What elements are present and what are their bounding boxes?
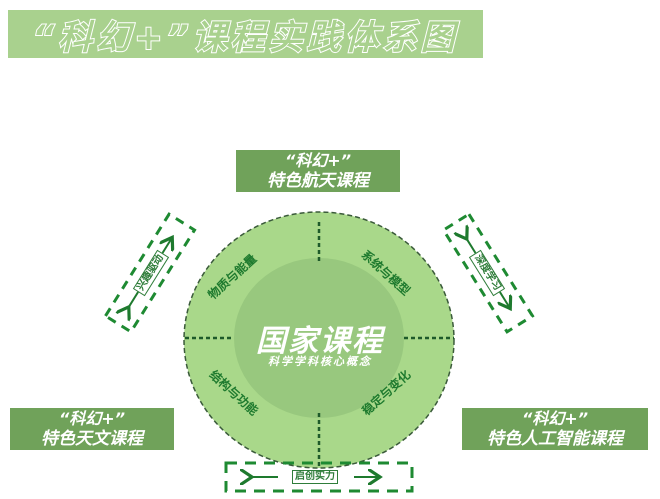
course-prefix: “科幻+” bbox=[284, 151, 352, 170]
core-circle bbox=[183, 211, 455, 469]
course-name: 特色天文课程 bbox=[41, 429, 143, 449]
title-banner: “科幻+”课程实践体系图 bbox=[8, 10, 483, 59]
course-prefix: “科幻+” bbox=[58, 409, 126, 428]
link-label-bottom: 启创实力 bbox=[292, 470, 338, 484]
course-box-astronomy: “科幻+” 特色天文课程 bbox=[10, 408, 174, 450]
page-title: “科幻+”课程实践体系图 bbox=[31, 17, 459, 59]
course-box-aerospace: “科幻+” 特色航天课程 bbox=[236, 150, 400, 192]
core-subtitle: 科学学科核心概念 bbox=[268, 355, 372, 368]
course-box-ai: “科幻+” 特色人工智能课程 bbox=[462, 408, 648, 450]
course-name: 特色航天课程 bbox=[267, 171, 369, 191]
course-name: 特色人工智能课程 bbox=[487, 429, 623, 449]
course-prefix: “科幻+” bbox=[521, 409, 589, 428]
core-title: 国家课程 bbox=[256, 324, 384, 359]
bottom-link-box bbox=[224, 461, 414, 493]
left-link-box bbox=[103, 212, 197, 334]
right-link-box bbox=[441, 212, 535, 334]
